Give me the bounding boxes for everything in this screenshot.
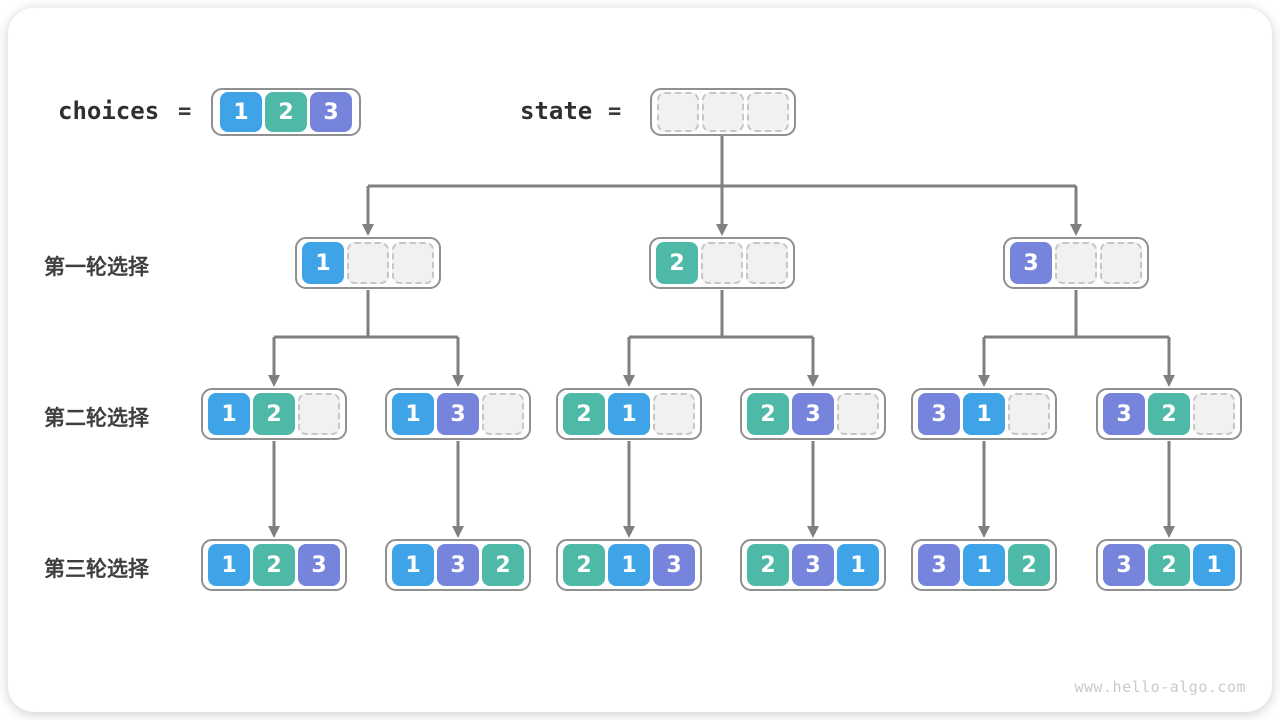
tree-node: 2 1 xyxy=(556,388,702,440)
state-equals-sign: = xyxy=(608,99,622,124)
sequence-cell xyxy=(482,393,524,435)
sequence-cell: 2 xyxy=(563,544,605,586)
sequence-cell: 3 xyxy=(653,544,695,586)
sequence-cell xyxy=(1055,242,1097,284)
sequence-cell: 2 xyxy=(1008,544,1050,586)
sequence-cell xyxy=(701,242,743,284)
state-cell xyxy=(702,92,744,132)
sequence-cell: 1 xyxy=(608,393,650,435)
sequence-cell: 3 xyxy=(1103,544,1145,586)
choice-cell: 1 xyxy=(220,92,262,132)
tree-node: 2 xyxy=(649,237,795,289)
sequence-cell: 3 xyxy=(437,544,479,586)
sequence-cell: 2 xyxy=(253,393,295,435)
choices-box: 1 2 3 xyxy=(211,88,361,136)
state-cell xyxy=(747,92,789,132)
state-label: state xyxy=(520,97,593,125)
state-cell xyxy=(657,92,699,132)
tree-node: 3 2 xyxy=(1096,388,1242,440)
sequence-cell: 1 xyxy=(208,544,250,586)
sequence-cell: 1 xyxy=(392,544,434,586)
sequence-cell: 1 xyxy=(1193,544,1235,586)
row-label-round-3: 第三轮选择 xyxy=(44,557,149,581)
tree-node: 2 3 xyxy=(740,388,886,440)
sequence-cell: 1 xyxy=(208,393,250,435)
sequence-cell: 1 xyxy=(837,544,879,586)
tree-node: 3 1 xyxy=(911,388,1057,440)
tree-node: 1 2 3 xyxy=(201,539,347,591)
choices-label: choices xyxy=(58,97,160,125)
sequence-cell xyxy=(298,393,340,435)
sequence-cell: 3 xyxy=(918,544,960,586)
tree-node: 3 2 1 xyxy=(1096,539,1242,591)
sequence-cell: 3 xyxy=(298,544,340,586)
sequence-cell xyxy=(1193,393,1235,435)
sequence-cell xyxy=(1008,393,1050,435)
tree-node: 3 1 2 xyxy=(911,539,1057,591)
sequence-cell: 1 xyxy=(302,242,344,284)
watermark: www.hello-algo.com xyxy=(1074,678,1246,696)
row-label-round-1: 第一轮选择 xyxy=(44,255,149,279)
sequence-cell: 2 xyxy=(1148,544,1190,586)
sequence-cell: 3 xyxy=(792,393,834,435)
tree-node: 1 2 xyxy=(201,388,347,440)
sequence-cell: 2 xyxy=(482,544,524,586)
sequence-cell: 3 xyxy=(1010,242,1052,284)
tree-node: 2 1 3 xyxy=(556,539,702,591)
tree-node: 1 3 xyxy=(385,388,531,440)
sequence-cell: 3 xyxy=(792,544,834,586)
sequence-cell xyxy=(746,242,788,284)
sequence-cell: 1 xyxy=(963,544,1005,586)
sequence-cell: 2 xyxy=(747,544,789,586)
sequence-cell: 2 xyxy=(563,393,605,435)
sequence-cell: 3 xyxy=(1103,393,1145,435)
state-box xyxy=(650,88,796,136)
sequence-cell: 3 xyxy=(437,393,479,435)
sequence-cell: 2 xyxy=(253,544,295,586)
sequence-cell xyxy=(1100,242,1142,284)
tree-node: 2 3 1 xyxy=(740,539,886,591)
sequence-cell xyxy=(653,393,695,435)
tree-node: 3 xyxy=(1003,237,1149,289)
sequence-cell: 2 xyxy=(656,242,698,284)
tree-node: 1 3 2 xyxy=(385,539,531,591)
sequence-cell: 1 xyxy=(963,393,1005,435)
sequence-cell: 2 xyxy=(747,393,789,435)
sequence-cell: 1 xyxy=(392,393,434,435)
sequence-cell xyxy=(347,242,389,284)
sequence-cell xyxy=(837,393,879,435)
sequence-cell: 2 xyxy=(1148,393,1190,435)
sequence-cell xyxy=(392,242,434,284)
row-label-round-2: 第二轮选择 xyxy=(44,406,149,430)
choice-cell: 2 xyxy=(265,92,307,132)
choice-cell: 3 xyxy=(310,92,352,132)
sequence-cell: 1 xyxy=(608,544,650,586)
tree-node: 1 xyxy=(295,237,441,289)
sequence-cell: 3 xyxy=(918,393,960,435)
choices-equals-sign: = xyxy=(178,99,192,124)
